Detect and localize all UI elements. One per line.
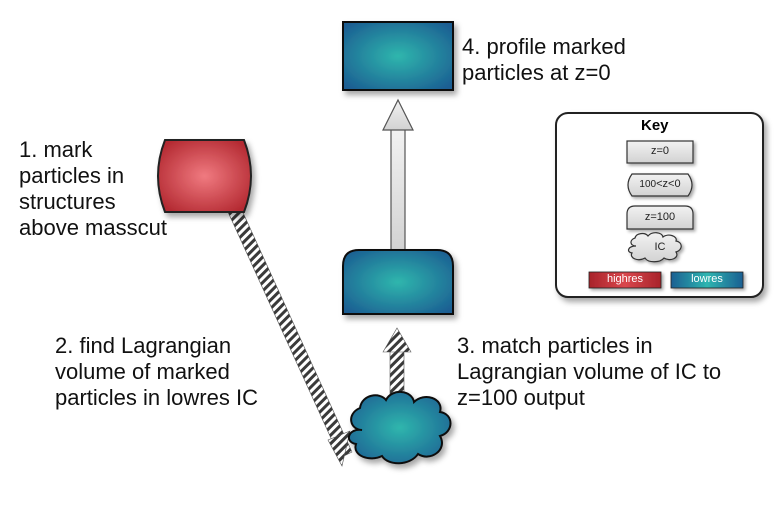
step-4-line-2: particles at z=0 (462, 60, 611, 85)
step-3-line-3: z=100 output (457, 385, 585, 410)
step-1-line-2: particles in (19, 163, 125, 188)
step-2-line-2: volume of marked (55, 359, 230, 384)
step-4-line-1: 4. profile marked (462, 34, 626, 59)
step-2-text: 2. find Lagrangian volume of marked part… (55, 333, 258, 411)
key-lowres-label: lowres (691, 273, 723, 285)
key-mid-label-suffix: <z<0 (656, 178, 681, 190)
key-ic-label: IC (654, 241, 666, 253)
key-z0-label: z=0 (650, 145, 670, 157)
step-4-text: 4. profile marked particles at z=0 (462, 34, 626, 86)
step-1-line-3: structures (19, 189, 116, 214)
key-mid-shape (627, 173, 693, 197)
key-lowres-swatch (670, 271, 744, 289)
key-z100-shape (626, 205, 694, 230)
step-2-line-3: particles in lowres IC (55, 385, 258, 410)
step-1-line-1: 1. mark (19, 137, 93, 162)
key-mid-label-prefix: 100 (639, 179, 657, 190)
key-ic-shape (627, 232, 682, 263)
key-z0-shape (626, 140, 694, 164)
step-3-line-2: Lagrangian volume of IC to (457, 359, 722, 384)
highres-structure-node (157, 139, 252, 213)
z0-node (342, 21, 454, 91)
key-mid-label: 100<z<0 (627, 178, 693, 190)
step-2-line-1: 2. find Lagrangian (55, 333, 232, 358)
ic-cloud-node (347, 391, 452, 465)
step-1-text: 1. mark particles in structures above ma… (19, 137, 167, 241)
key-highres-label: highres (606, 273, 644, 285)
key-title: Key (641, 117, 669, 134)
key-panel (555, 112, 764, 298)
step-3-line-1: 3. match particles in (457, 333, 653, 358)
key-z100-label: z=100 (644, 211, 676, 223)
key-highres-swatch (588, 271, 662, 289)
step-3-text: 3. match particles in Lagrangian volume … (457, 333, 721, 411)
arrow-z100-to-z0 (382, 98, 414, 253)
z100-node (342, 249, 454, 315)
step-1-line-4: above masscut (19, 215, 167, 240)
